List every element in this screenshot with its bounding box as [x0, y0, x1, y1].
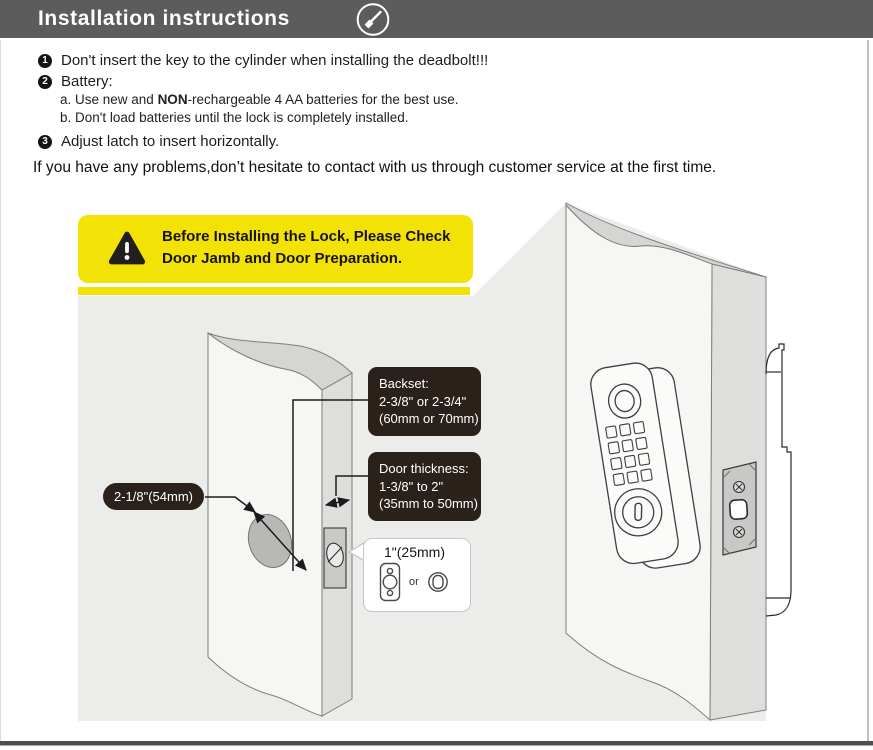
left-door — [207, 331, 353, 717]
deadbolt-latch-plate — [722, 461, 757, 556]
support-note: If you have any problems,don’t hesitate … — [33, 159, 717, 176]
screwdriver-icon — [356, 3, 390, 36]
keypad-buttons — [605, 421, 653, 486]
warning-text: Before Installing the Lock, Please Check… — [162, 226, 450, 270]
door-thickness-arrow — [324, 497, 351, 508]
step-2-sub-b: b. Don't load batteries until the lock i… — [60, 110, 409, 125]
measurement-lines — [205, 399, 372, 571]
warning-banner: Before Installing the Lock, Please Check… — [78, 215, 473, 283]
step-2-sub-a: a. Use new and NON-rechargeable 4 AA bat… — [60, 92, 458, 107]
cross-bore-leader-arrow — [205, 496, 256, 513]
edge-bore-size-label: 1"(25mm) — [384, 544, 445, 560]
door-thickness-line-1: Door thickness: — [379, 461, 469, 476]
door-thickness-line-2: 1-3/8" to 2" — [379, 478, 444, 494]
backset-line-3: (60mm or 70mm) — [379, 411, 479, 426]
edge-bore-callout: 1"(25mm) or — [363, 538, 471, 612]
step-2-sub-a-bold: NON — [157, 92, 188, 107]
backset-line-1: Backset: — [379, 376, 429, 391]
step-3-number-badge: 3 — [38, 135, 52, 149]
page-bottom-border — [0, 741, 873, 746]
door-thickness-callout: Door thickness: 1-3/8" to 2" (35mm to 50… — [368, 452, 481, 521]
faceplate-options: or — [379, 562, 470, 602]
bore-diameter-arrow — [253, 511, 307, 571]
instruction-step-2: 2 Battery: — [38, 73, 113, 90]
step-2-number-badge: 2 — [38, 75, 52, 89]
step-1-number-badge: 1 — [38, 54, 52, 68]
step-2-sub-a-suffix: -rechargeable 4 AA batteries for the bes… — [187, 92, 459, 107]
step-2-sub-a-prefix: a. Use new and — [60, 92, 158, 107]
square-corner-faceplate-icon — [379, 562, 401, 602]
phillips-screw-icon — [732, 480, 746, 494]
instruction-step-3: 3 Adjust latch to insert horizontally. — [38, 133, 279, 150]
door-thickness-line-3: (35mm to 50mm) — [379, 496, 478, 511]
keyway — [634, 502, 643, 522]
instruction-step-1: 1 Don't insert the key to the cylinder w… — [38, 52, 488, 69]
cross-bore-label: 2-1/8"(54mm) — [103, 483, 204, 510]
step-1-text: Don't insert the key to the cylinder whe… — [61, 52, 489, 69]
round-drive-in-collar-icon — [427, 572, 448, 592]
warning-triangle-icon — [108, 231, 146, 265]
backset-line-2: 2-3/8" or 2-3/4" — [379, 393, 467, 409]
or-text: or — [409, 576, 419, 588]
deadbolt-bolt — [728, 498, 749, 520]
step-2-text: Battery: — [61, 73, 113, 90]
warning-banner-strip — [78, 287, 470, 295]
warning-line-1: Before Installing the Lock, Please Check — [162, 228, 451, 245]
step-3-text: Adjust latch to insert horizontally. — [61, 133, 280, 150]
backset-callout: Backset: 2-3/8" or 2-3/4" (60mm or 70mm) — [368, 367, 481, 436]
page-title: Installation instructions — [38, 7, 290, 30]
phillips-screw-icon — [732, 525, 746, 539]
keypad-lock-drawing — [590, 362, 701, 569]
header: Installation instructions — [0, 0, 873, 38]
door-thickness-connector-line — [335, 475, 372, 496]
lock-side-profile — [765, 343, 792, 617]
warning-line-2: Door Jamb and Door Preparation. — [162, 250, 403, 267]
